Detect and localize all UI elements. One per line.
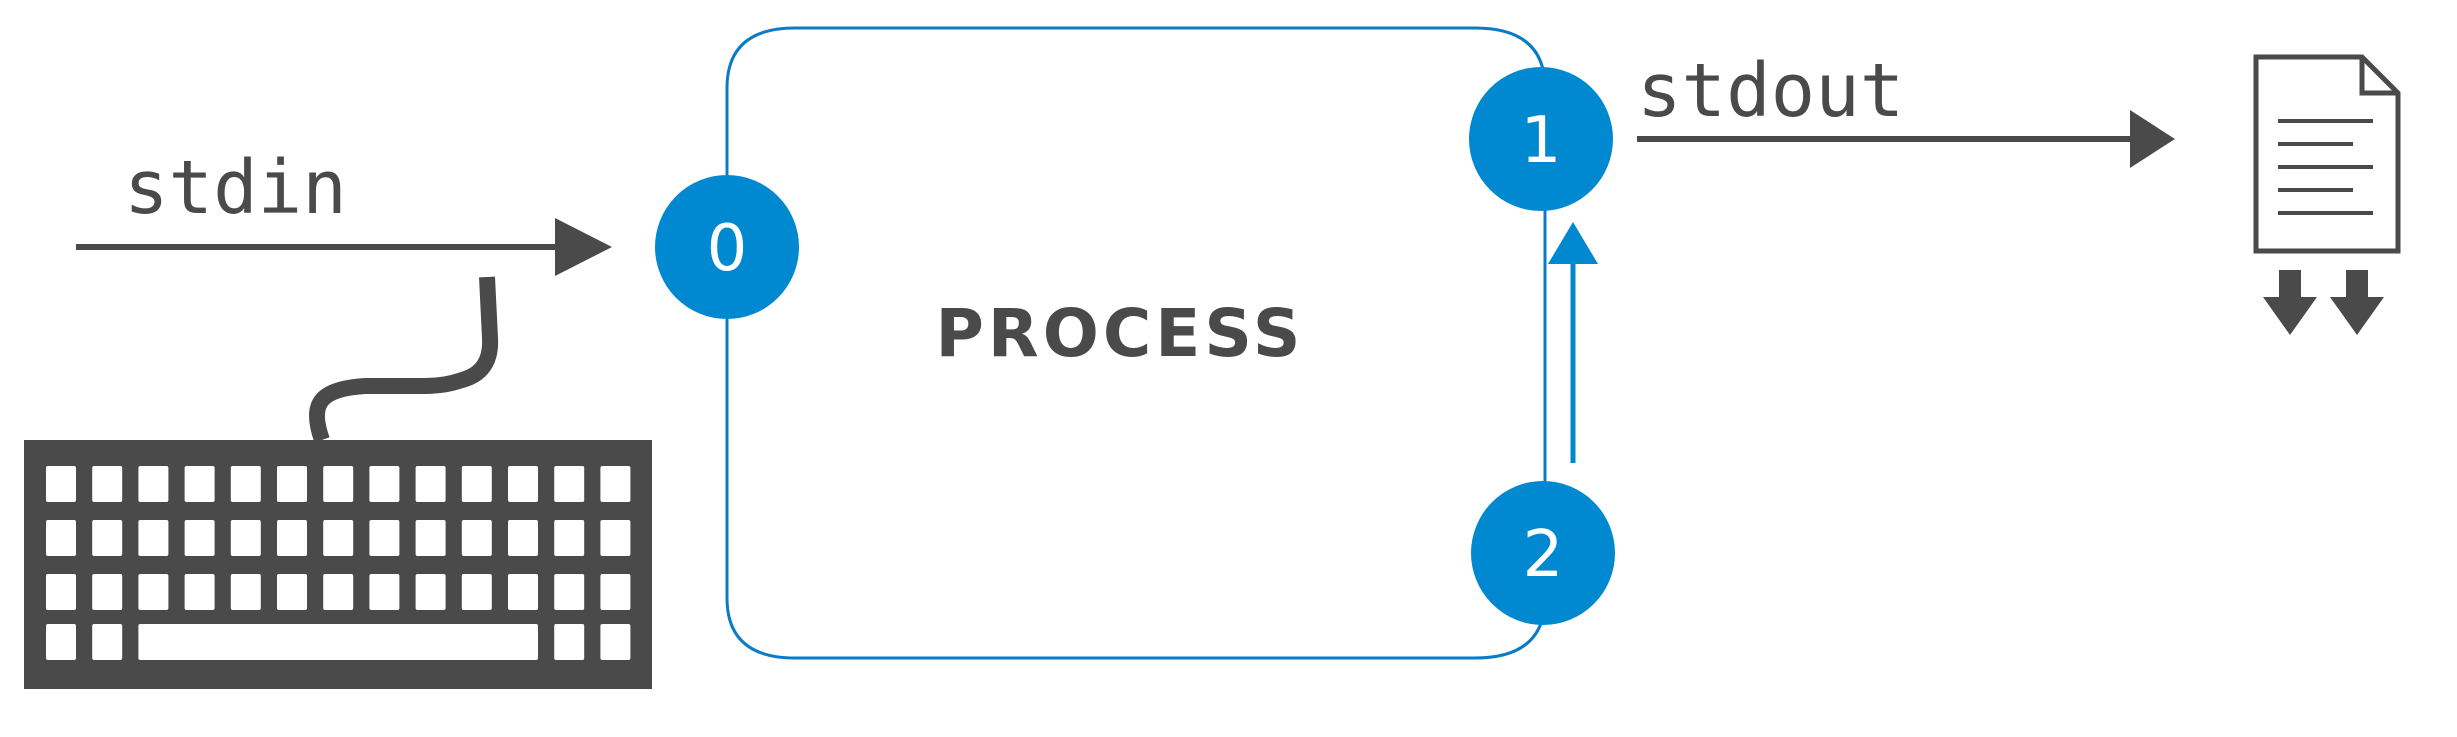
fd1-node: 1 (1469, 67, 1613, 211)
keyboard-key (554, 624, 585, 660)
fd2-node: 2 (1471, 481, 1615, 625)
keyboard-key (415, 520, 446, 556)
keyboard-key (323, 466, 354, 502)
stdout-arrow (1637, 110, 2175, 168)
download-arrows-icon (2263, 270, 2384, 335)
keyboard-icon (24, 276, 652, 689)
fd0-node: 0 (655, 175, 799, 319)
keyboard-key (461, 520, 492, 556)
stdin-label: stdin (124, 145, 347, 231)
keyboard-key (554, 574, 585, 610)
keyboard-key (138, 466, 169, 502)
keyboard-key (323, 520, 354, 556)
keyboard-key (600, 624, 631, 660)
keyboard-key (230, 466, 261, 502)
keyboard-key (508, 466, 538, 502)
stdout-label: stdout (1637, 48, 1904, 134)
keyboard-key (369, 574, 400, 610)
keyboard-key (277, 574, 307, 610)
keyboard-key (46, 574, 76, 610)
fd2-label: 2 (1523, 518, 1564, 592)
keyboard-key (554, 520, 585, 556)
keyboard-key (277, 466, 307, 502)
keyboard-key (461, 574, 492, 610)
keyboard-key (184, 520, 215, 556)
fd1-label: 1 (1521, 104, 1562, 178)
keyboard-key (508, 574, 538, 610)
keyboard-key (46, 520, 76, 556)
keyboard-key (600, 520, 631, 556)
keyboard-key (369, 466, 400, 502)
keyboard-key (277, 520, 307, 556)
keyboard-key (92, 520, 123, 556)
keyboard-key (415, 466, 446, 502)
keyboard-key (138, 520, 169, 556)
keyboard-key (46, 624, 76, 660)
keyboard-key (461, 466, 492, 502)
keyboard-key (415, 574, 446, 610)
keyboard-key (554, 466, 585, 502)
keyboard-key (230, 520, 261, 556)
keyboard-key (369, 520, 400, 556)
keyboard-key (184, 574, 215, 610)
stdin-arrow (76, 218, 612, 276)
keyboard-key (600, 574, 631, 610)
keyboard-key (600, 466, 631, 502)
keyboard-key (46, 466, 76, 502)
stderr-to-stdout-arrow (1548, 222, 1598, 463)
process-label: PROCESS (936, 295, 1305, 372)
keyboard-key (323, 574, 354, 610)
keyboard-key (92, 624, 123, 660)
keyboard-key (92, 466, 123, 502)
process-box (725, 26, 1547, 660)
keyboard-key (230, 574, 261, 610)
keyboard-key (138, 574, 169, 610)
document-icon (2253, 54, 2401, 254)
fd0-label: 0 (707, 212, 748, 286)
keyboard-key (184, 466, 215, 502)
keyboard-key (508, 520, 538, 556)
keyboard-key (138, 624, 538, 660)
keyboard-key (92, 574, 123, 610)
